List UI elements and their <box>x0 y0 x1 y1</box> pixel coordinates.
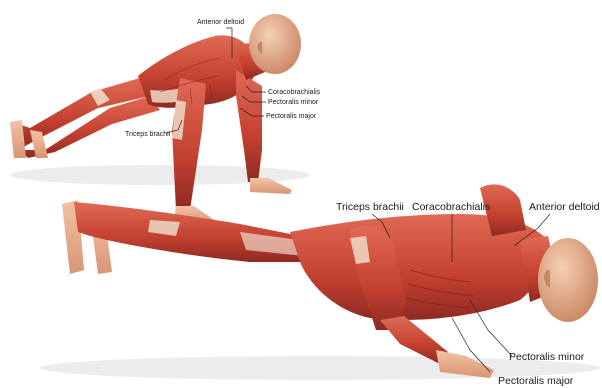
top-label-pectoralis-major: Pectoralis major <box>266 113 317 120</box>
top-label-coracobrachialis: Coracobrachialis <box>268 89 321 96</box>
bottom-label-pectoralis-minor: Pectoralis minor <box>509 351 585 363</box>
top-figure: Anterior deltoid Coracobrachialis Pector… <box>10 14 321 224</box>
bottom-label-anterior-deltoid: Anterior deltoid <box>529 201 600 213</box>
top-foot-1 <box>10 120 26 158</box>
top-head <box>249 14 301 74</box>
bottom-label-pectoralis-major: Pectoralis major <box>498 375 574 387</box>
bottom-figure: Triceps brachii Coracobrachialis Anterio… <box>40 184 600 387</box>
top-arm-back <box>236 70 262 182</box>
bottom-label-triceps-brachii: Triceps brachii <box>336 201 404 213</box>
top-arm-front <box>172 78 206 210</box>
top-label-pectoralis-minor: Pectoralis minor <box>268 99 319 106</box>
top-label-triceps-brachii: Triceps brachii <box>125 131 171 138</box>
top-label-anterior-deltoid: Anterior deltoid <box>197 19 244 26</box>
bottom-label-coracobrachialis: Coracobrachialis <box>412 201 490 213</box>
